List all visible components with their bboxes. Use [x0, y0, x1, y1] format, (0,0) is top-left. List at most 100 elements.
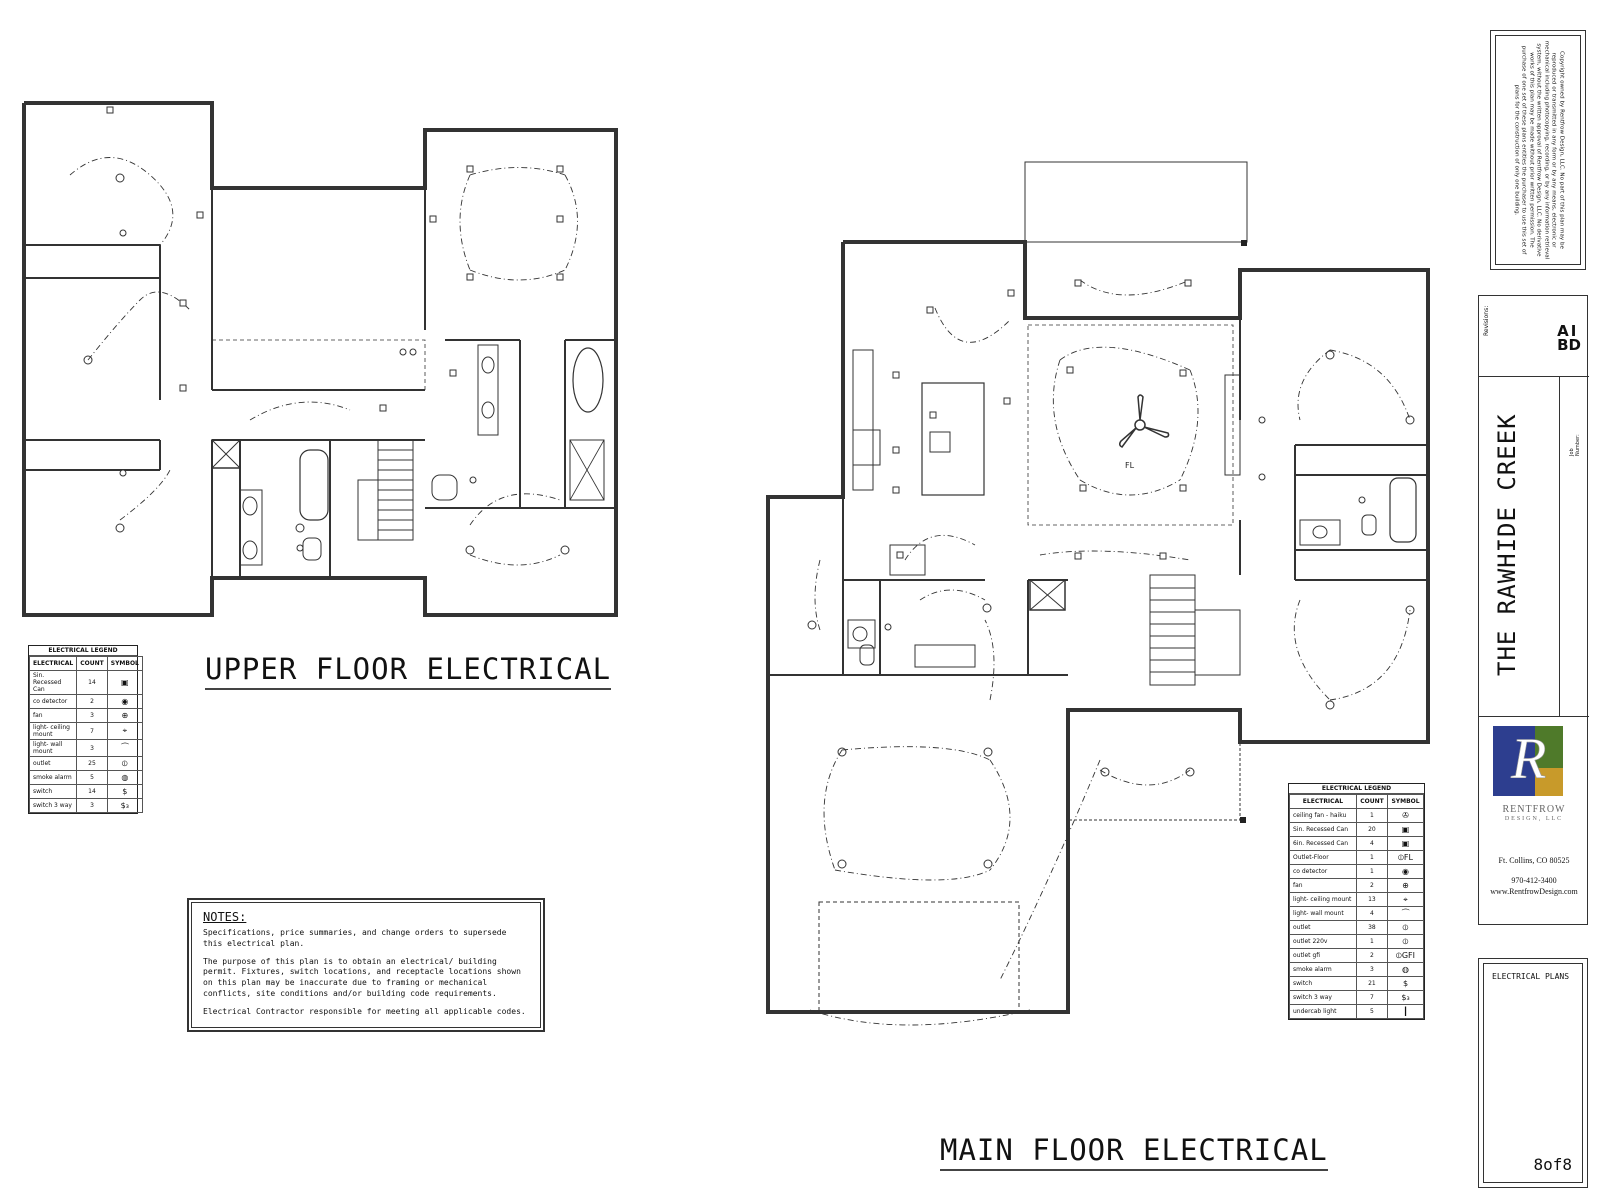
legend-item-count: 1 [1355, 864, 1389, 879]
legend-item-count: 25 [76, 756, 108, 771]
legend-item-name: Outlet-Floor [1289, 850, 1357, 865]
legend-item-count: 4 [1355, 906, 1389, 921]
legend-item-symbol-icon: ⌖ [1387, 892, 1424, 907]
legend-item-count: 4 [1355, 836, 1389, 851]
legend-item-symbol-icon: ◉ [106, 694, 143, 709]
revision-mark-a: A [1557, 322, 1569, 340]
legend-item-count: 5 [76, 770, 108, 785]
legend-item-symbol-icon: ⏜ [106, 739, 143, 757]
legend-item-name: switch [28, 784, 78, 799]
rentfrow-logo-icon: R [1493, 726, 1563, 796]
legend-item-count: 3 [76, 739, 108, 757]
legend-item-name: Sin. Recessed Can [28, 670, 78, 695]
legend-item-name: outlet gfi [1289, 948, 1357, 963]
main-stairs [1149, 574, 1241, 686]
legend-item-name: 6in. Recessed Can [1289, 836, 1357, 851]
legend-item-count: 7 [1355, 990, 1389, 1005]
company-website: www.RentfrowDesign.com [1490, 887, 1578, 896]
legend-item-symbol-icon: ⦶FL [1387, 850, 1424, 865]
legend-item-symbol-icon: ⦶GFI [1387, 948, 1424, 963]
legend-item-symbol-icon: $ [106, 784, 143, 799]
legend-header-electrical: ELECTRICAL [1289, 794, 1357, 809]
legend-item-name: ceiling fan - haiku [1289, 808, 1357, 823]
legend-item-name: light- wall mount [28, 739, 78, 757]
legend-item-symbol-icon: ⊕ [106, 708, 143, 723]
legend-item-name: smoke alarm [1289, 962, 1357, 977]
legend-item-symbol-icon: ▣ [1387, 822, 1424, 837]
sheet-number: 8of8 [1533, 1155, 1572, 1174]
job-number-column [1559, 376, 1590, 716]
brand-subname: DESIGN, LLC [1504, 816, 1564, 822]
light-fixtures [106, 106, 1192, 560]
revisions-label: Revisions: [1483, 305, 1490, 336]
upper-floor-heading: UPPER FLOOR ELECTRICAL [205, 652, 612, 690]
sheet-info-block: ELECTRICAL PLANS 8of8 [1478, 958, 1588, 1188]
legend-item-name: outlet [28, 756, 78, 771]
revision-mark-i: I [1570, 322, 1577, 340]
legend-item-name: light- ceiling mount [1289, 892, 1357, 907]
notes-paragraph: The purpose of this plan is to obtain an… [203, 956, 521, 998]
legend-item-count: 2 [1355, 948, 1389, 963]
notes-title: NOTES: [203, 910, 247, 924]
legend-item-symbol-icon: ┃ [1387, 1004, 1424, 1019]
legend-title: ELECTRICAL LEGEND [1289, 784, 1424, 794]
sheet-title: ELECTRICAL PLANS [1492, 972, 1570, 981]
circuit-wiring [69, 157, 1411, 1026]
legend-header-count: COUNT [1355, 794, 1389, 809]
floor-outlet-label: FL [1125, 461, 1135, 470]
upper-electrical-legend: ELECTRICAL LEGEND ELECTRICAL COUNT SYMBO… [28, 645, 143, 814]
legend-item-symbol-icon: ◍ [106, 770, 143, 785]
legend-item-count: 3 [1355, 962, 1389, 977]
legend-item-symbol-icon: ▣ [1387, 836, 1424, 851]
legend-item-count: 1 [1355, 850, 1389, 865]
legend-item-count: 13 [1355, 892, 1389, 907]
svg-text:R: R [1510, 726, 1546, 791]
legend-item-symbol-icon: $ [1387, 976, 1424, 991]
notes-paragraph: Specifications, price summaries, and cha… [203, 928, 507, 948]
copyright-text: Copyright owned by Rentfrow Design, LLC.… [1513, 40, 1565, 260]
legend-item-symbol-icon: ⌖ [106, 722, 143, 740]
upper-floor-walls [22, 101, 618, 617]
legend-item-count: 14 [76, 784, 108, 799]
legend-item-symbol-icon: ⦶ [106, 756, 143, 771]
notes-paragraph: Electrical Contractor responsible for me… [203, 1006, 526, 1016]
job-number-label: Job Number: [1569, 434, 1581, 456]
company-city: Ft. Collins, CO 80525 [1498, 856, 1570, 865]
legend-item-count: 7 [76, 722, 108, 740]
legend-item-count: 3 [76, 708, 108, 723]
legend-item-name: switch [1289, 976, 1357, 991]
legend-header-symbol: SYMBOL [1387, 794, 1424, 809]
legend-item-name: co detector [1289, 864, 1357, 879]
legend-item-count: 2 [1355, 878, 1389, 893]
legend-header-symbol: SYMBOL [106, 656, 143, 671]
brand-name: RENTFROW [1502, 804, 1566, 815]
legend-item-count: 3 [76, 798, 108, 813]
legend-title: ELECTRICAL LEGEND [29, 646, 137, 656]
legend-item-symbol-icon: ⏜ [1387, 906, 1424, 921]
notes-box: NOTES: Specifications, price summaries, … [187, 898, 545, 1032]
legend-item-name: light- wall mount [1289, 906, 1357, 921]
legend-item-count: 1 [1355, 934, 1389, 949]
legend-item-name: undercab light [1289, 1004, 1357, 1019]
